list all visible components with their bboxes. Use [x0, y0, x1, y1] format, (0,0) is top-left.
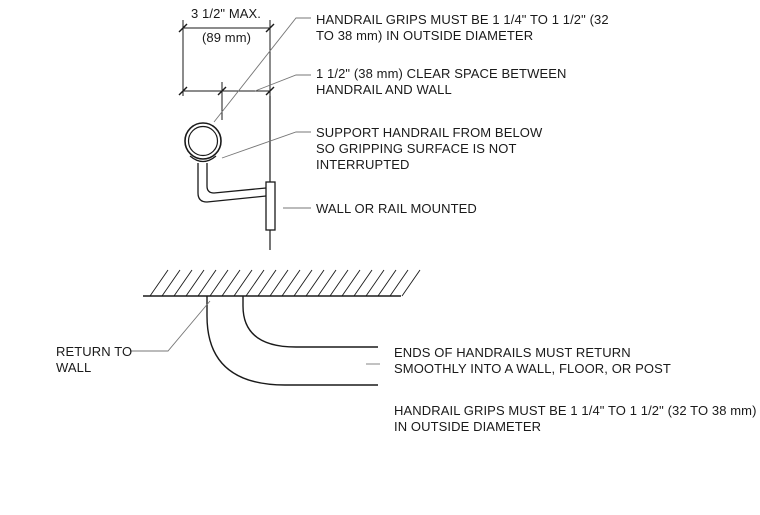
callout-clear-space: 1 1/2" (38 mm) CLEAR SPACE BETWEEN HANDR… — [316, 66, 567, 98]
hatch-line — [149, 269, 169, 297]
callout-grip-diameter: HANDRAIL GRIPS MUST BE 1 1/4" TO 1 1/2" … — [316, 12, 609, 44]
leaders-bottom — [130, 300, 380, 365]
callout-line: SUPPORT HANDRAIL FROM BELOW — [316, 125, 543, 140]
dimension-width-metric: (89 mm) — [202, 30, 251, 46]
hatch-line — [365, 269, 385, 297]
dimension-width-label: 3 1/2" MAX. — [191, 6, 261, 22]
callout-line: INTERRUPTED — [316, 157, 410, 172]
callout-line: SO GRIPPING SURFACE IS NOT — [316, 141, 517, 156]
hatch-line — [353, 269, 373, 297]
wall-bracket — [265, 181, 276, 231]
hatch-line — [281, 269, 301, 297]
hatch-line — [269, 269, 289, 297]
hatch-line — [341, 269, 361, 297]
callout-ends-return: ENDS OF HANDRAILS MUST RETURN SMOOTHLY I… — [394, 345, 671, 377]
callout-support: SUPPORT HANDRAIL FROM BELOW SO GRIPPING … — [316, 125, 542, 173]
hatch-line — [245, 269, 265, 297]
callout-line: SMOOTHLY INTO A WALL, FLOOR, OR POST — [394, 361, 671, 376]
hatch-line — [305, 269, 325, 297]
dimension-clear-space — [178, 82, 275, 120]
hatch-line — [161, 269, 181, 297]
hatch-line — [257, 269, 277, 297]
callout-line: TO 38 mm) IN OUTSIDE DIAMETER — [316, 28, 534, 43]
callout-grip-note: HANDRAIL GRIPS MUST BE 1 1/4" TO 1 1/2" … — [394, 403, 757, 435]
callout-mounting: WALL OR RAIL MOUNTED — [316, 201, 477, 217]
floor-hatching — [149, 269, 421, 297]
hatch-line — [293, 269, 313, 297]
callout-line: ENDS OF HANDRAILS MUST RETURN — [394, 345, 631, 360]
hatch-line — [401, 269, 421, 297]
hatch-line — [377, 269, 397, 297]
dimension-width — [178, 20, 275, 96]
callout-line: WALL OR RAIL MOUNTED — [316, 201, 477, 216]
hatch-line — [185, 269, 205, 297]
callout-line: HANDRAIL AND WALL — [316, 82, 452, 97]
callout-line: HANDRAIL GRIPS MUST BE 1 1/4" TO 1 1/2" … — [316, 12, 609, 27]
handrail-return — [206, 296, 378, 386]
hatch-line — [233, 269, 253, 297]
hatch-line — [317, 269, 337, 297]
handrail-section — [184, 122, 267, 203]
hatch-line — [389, 269, 409, 297]
hatch-line — [221, 269, 241, 297]
callout-line: 1 1/2" (38 mm) CLEAR SPACE BETWEEN — [316, 66, 567, 81]
callout-line: WALL — [56, 360, 92, 375]
callout-line: HANDRAIL GRIPS MUST BE 1 1/4" TO 1 1/2" … — [394, 403, 757, 418]
leaders-top — [213, 17, 311, 209]
callout-return-to-wall: RETURN TO WALL — [56, 344, 132, 376]
width-metric-text: (89 mm) — [202, 30, 252, 45]
hatch-line — [209, 269, 229, 297]
hatch-line — [329, 269, 349, 297]
width-label-text: 3 1/2" MAX. — [191, 6, 262, 21]
hatch-line — [197, 269, 217, 297]
callout-line: IN OUTSIDE DIAMETER — [394, 419, 542, 434]
callout-line: RETURN TO — [56, 344, 133, 359]
hatch-line — [173, 269, 193, 297]
